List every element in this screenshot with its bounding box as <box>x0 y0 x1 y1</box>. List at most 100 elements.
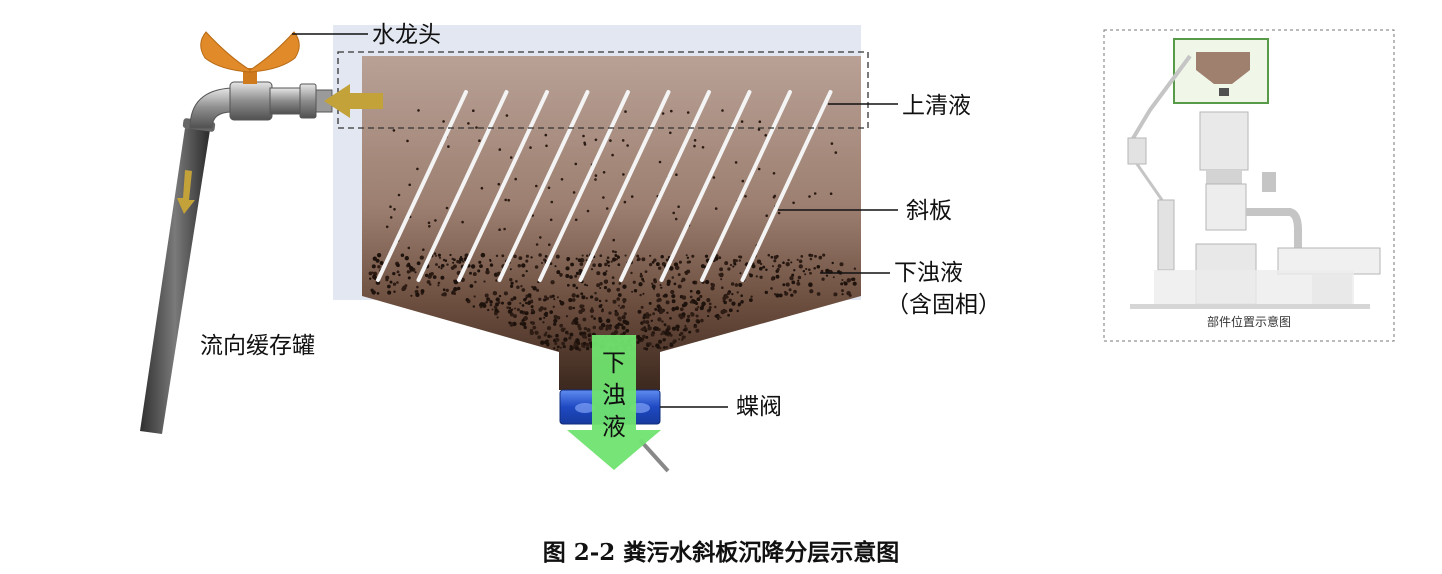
particle <box>592 325 597 330</box>
particle <box>737 302 742 306</box>
particle <box>589 341 592 345</box>
particle <box>696 320 701 324</box>
particle <box>509 268 512 271</box>
particle <box>447 145 450 148</box>
particle <box>507 301 512 306</box>
particle <box>569 275 573 279</box>
particle <box>740 300 744 304</box>
particle <box>631 290 634 293</box>
particle <box>818 255 823 260</box>
particle <box>648 342 652 346</box>
particle <box>487 298 491 302</box>
particle <box>623 200 627 204</box>
particle <box>841 289 844 293</box>
particle <box>660 255 664 259</box>
particle <box>712 176 716 179</box>
particle <box>446 263 449 266</box>
particle <box>663 293 668 298</box>
particle <box>657 328 661 332</box>
particle <box>611 153 614 157</box>
solid-phase-note: （含固相） <box>886 292 1001 318</box>
particle <box>725 295 729 299</box>
particle <box>517 264 522 268</box>
particle <box>656 293 661 298</box>
particle <box>586 209 590 213</box>
particle <box>544 255 548 258</box>
particle <box>615 258 618 261</box>
particle <box>494 308 499 313</box>
particle <box>594 297 599 302</box>
particle <box>544 295 547 299</box>
particle <box>589 332 592 335</box>
particle <box>445 206 449 210</box>
particle <box>407 276 411 280</box>
particle <box>651 282 654 285</box>
particle <box>681 277 686 282</box>
particle <box>560 178 564 181</box>
particle <box>714 207 718 210</box>
particle <box>474 280 477 284</box>
particle <box>424 273 429 278</box>
particle <box>683 328 687 332</box>
particle <box>385 225 389 229</box>
particle <box>569 346 574 351</box>
particle <box>700 318 704 323</box>
particle <box>614 325 618 329</box>
particle <box>622 331 626 335</box>
particle <box>617 304 621 307</box>
particle <box>651 345 654 348</box>
particle <box>612 299 617 304</box>
particle <box>693 144 696 148</box>
particle <box>598 304 603 309</box>
particle <box>410 294 413 297</box>
particle <box>691 254 695 258</box>
particle <box>714 305 717 309</box>
particle <box>623 312 627 316</box>
particle <box>434 219 437 222</box>
particle <box>524 301 528 305</box>
particle <box>661 112 665 115</box>
particle <box>437 253 441 257</box>
particle <box>389 205 392 208</box>
particle <box>625 328 630 333</box>
particle <box>519 310 524 314</box>
particle <box>485 267 489 271</box>
particle <box>495 254 499 258</box>
particle <box>622 301 626 304</box>
particle <box>393 208 396 211</box>
particle <box>656 262 660 266</box>
particle <box>605 299 608 303</box>
particle <box>518 256 523 260</box>
particle <box>485 269 490 275</box>
particle <box>478 260 482 264</box>
particle <box>720 278 723 281</box>
particle <box>775 274 780 279</box>
particle <box>726 291 731 296</box>
particle <box>816 265 821 269</box>
particle <box>531 285 534 289</box>
particle <box>565 273 570 279</box>
particle <box>479 305 483 309</box>
particle <box>416 167 419 171</box>
particle <box>669 342 673 346</box>
settling-tank <box>362 56 861 390</box>
particle <box>586 284 589 287</box>
particle <box>797 275 802 280</box>
particle <box>515 280 518 283</box>
particle <box>678 338 681 341</box>
particle <box>415 292 420 297</box>
particle <box>523 316 528 321</box>
particle <box>643 313 647 317</box>
particle <box>729 263 733 267</box>
particle <box>544 331 548 335</box>
particle <box>527 300 532 305</box>
particle <box>669 316 672 320</box>
particle <box>609 139 612 142</box>
particle <box>594 291 597 295</box>
particle <box>671 294 676 299</box>
particle <box>452 261 455 264</box>
particle <box>396 270 400 274</box>
particle <box>797 279 800 282</box>
particle <box>401 287 406 292</box>
particle <box>843 281 846 284</box>
